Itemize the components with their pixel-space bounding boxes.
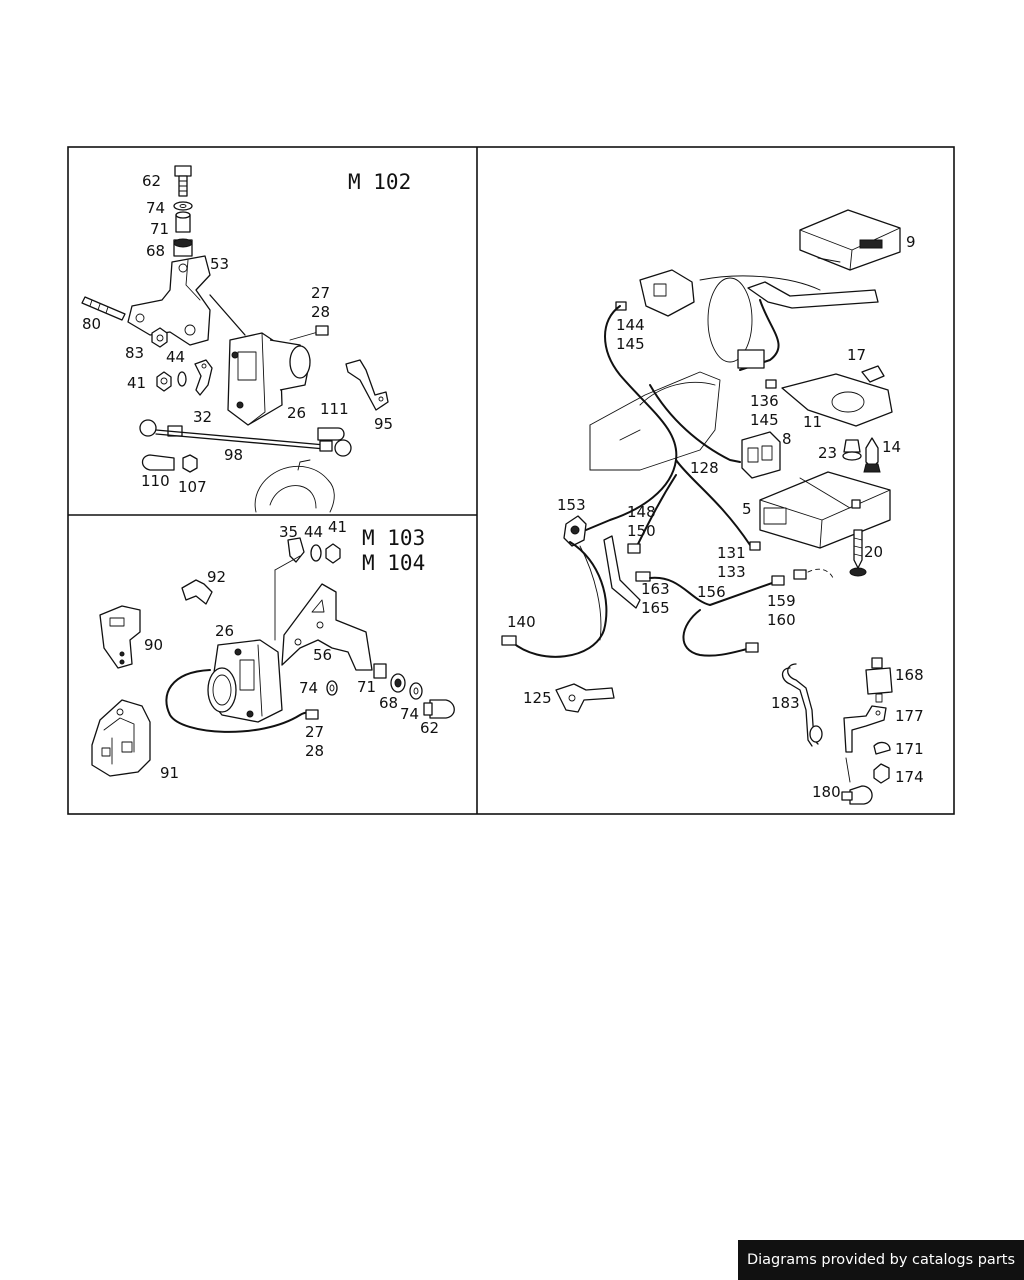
part-label: 20: [864, 543, 883, 561]
part-label: 56: [313, 646, 332, 664]
part-label: 71: [150, 220, 169, 238]
part-label: 125: [523, 689, 552, 707]
part-label: 111: [320, 400, 349, 418]
part-label: 28: [311, 303, 330, 321]
panel-m103-drawing: [91, 537, 455, 777]
panel-m102-drawing: [81, 165, 389, 513]
part-label: 71: [357, 678, 376, 696]
part-label: 27: [311, 284, 330, 302]
part-label: 144: [616, 316, 645, 334]
part-label: 159: [767, 592, 796, 610]
part-label: 168: [895, 666, 924, 684]
part-label: 74: [400, 705, 419, 723]
part-label: 165: [641, 599, 670, 617]
part-label: 145: [616, 335, 645, 353]
part-label: 80: [82, 315, 101, 333]
part-label: 150: [627, 522, 656, 540]
part-label: 68: [146, 242, 165, 260]
part-label: 128: [690, 459, 719, 477]
panel-right-drawing: [501, 209, 901, 805]
part-label: 11: [803, 413, 822, 431]
panel-right-labels: 9 144 145 17 136 145 11 8 23 14 128 153 …: [507, 233, 924, 801]
part-label: 183: [771, 694, 800, 712]
part-label: 62: [420, 719, 439, 737]
part-label: 68: [379, 694, 398, 712]
engine-label-m104: M 104: [362, 551, 425, 575]
engine-label-m102: M 102: [348, 170, 411, 194]
part-label: 23: [818, 444, 837, 462]
part-label: 9: [906, 233, 916, 251]
part-label: 153: [557, 496, 586, 514]
part-label: 171: [895, 740, 924, 758]
part-label: 107: [178, 478, 207, 496]
part-label: 180: [812, 783, 841, 801]
part-label: 74: [299, 679, 318, 697]
part-label: 174: [895, 768, 924, 786]
part-label: 133: [717, 563, 746, 581]
part-label: 44: [304, 523, 323, 541]
part-label: 35: [279, 523, 298, 541]
part-label: 26: [287, 404, 306, 422]
panel-m102-labels: M 102 62 74 71 68 53 27 28 80 83 44 41 3…: [82, 170, 411, 496]
part-label: 17: [847, 346, 866, 364]
footer-credit-banner: Diagrams provided by catalogs parts: [738, 1240, 1024, 1280]
engine-label-m103: M 103: [362, 526, 425, 550]
part-label: 91: [160, 764, 179, 782]
part-label: 83: [125, 344, 144, 362]
part-label: 131: [717, 544, 746, 562]
part-label: 41: [127, 374, 146, 392]
part-label: 62: [142, 172, 161, 190]
part-label: 148: [627, 503, 656, 521]
part-label: 53: [210, 255, 229, 273]
part-label: 177: [895, 707, 924, 725]
part-label: 26: [215, 622, 234, 640]
part-label: 28: [305, 742, 324, 760]
part-label: 27: [305, 723, 324, 741]
part-label: 44: [166, 348, 185, 366]
part-label: 41: [328, 518, 347, 536]
part-label: 145: [750, 411, 779, 429]
part-label: 74: [146, 199, 165, 217]
part-label: 140: [507, 613, 536, 631]
part-label: 32: [193, 408, 212, 426]
diagram-frame: [67, 146, 955, 815]
part-label: 136: [750, 392, 779, 410]
part-label: 95: [374, 415, 393, 433]
part-label: 14: [882, 438, 901, 456]
part-label: 160: [767, 611, 796, 629]
part-label: 8: [782, 430, 792, 448]
part-label: 92: [207, 568, 226, 586]
panel-m103-labels: M 103 M 104 35 44 41 92 90 26 56 74 71 6…: [144, 518, 439, 782]
part-label: 90: [144, 636, 163, 654]
part-label: 110: [141, 472, 170, 490]
part-label: 163: [641, 580, 670, 598]
part-label: 5: [742, 500, 752, 518]
part-label: 98: [224, 446, 243, 464]
part-label: 156: [697, 583, 726, 601]
footer-credit-text: Diagrams provided by catalogs parts: [746, 1252, 1016, 1268]
